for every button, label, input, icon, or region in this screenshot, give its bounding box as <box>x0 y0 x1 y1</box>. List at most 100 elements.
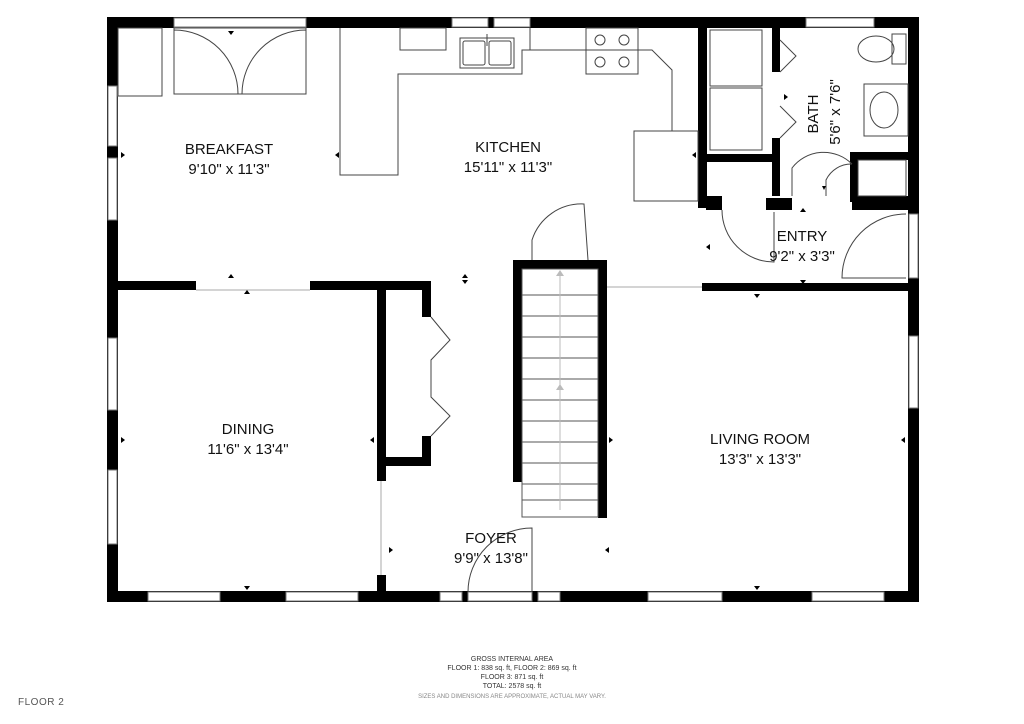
wall-stair-top <box>513 260 607 269</box>
stove <box>585 27 639 75</box>
burner-2 <box>618 34 630 46</box>
dimension-tick-icon <box>605 547 609 553</box>
interior-walls <box>118 28 908 593</box>
room-labels: BREAKFAST 9'10" x 11'3" KITCHEN 15'11" x… <box>185 79 844 567</box>
vanity-bowl <box>869 91 899 129</box>
doors <box>196 203 907 593</box>
closet-door-left <box>173 29 239 95</box>
bath-door-2 <box>825 163 853 196</box>
wall-dining-top-right <box>310 281 430 290</box>
toilet-tank <box>891 33 907 65</box>
toilet-bowl <box>857 35 895 63</box>
dimension-tick-icon <box>370 437 374 443</box>
dimension-markers <box>121 31 905 590</box>
dimension-tick-icon <box>784 94 788 100</box>
refrigerator <box>633 130 699 202</box>
window-bottom-living-2 <box>811 591 885 602</box>
burner-4 <box>618 56 630 68</box>
room-dims-kitchen: 15'11" x 11'3" <box>464 159 552 176</box>
wall-right <box>908 17 919 602</box>
area-line-2: FLOOR 3: 871 sq. ft <box>480 674 544 681</box>
burner-3 <box>594 56 606 68</box>
dimension-tick-icon <box>462 280 468 284</box>
entry-door-exterior <box>841 213 907 279</box>
room-dims-entry: 9'2" x 3'3" <box>769 248 835 265</box>
bath-fixtures <box>709 29 909 197</box>
room-name-breakfast: BREAKFAST <box>185 141 273 158</box>
dimension-tick-icon <box>754 294 760 298</box>
bath-closet <box>857 159 907 197</box>
window-left-dining-2 <box>107 469 118 545</box>
window-right-living <box>908 335 919 409</box>
wall-closet-bottom <box>377 457 431 466</box>
vanity <box>863 83 909 137</box>
stair-run <box>521 268 599 518</box>
dimension-tick-icon <box>121 437 125 443</box>
area-line-1: FLOOR 1: 838 sq. ft, FLOOR 2: 869 sq. ft <box>447 665 577 672</box>
wall-bath-bottom <box>850 152 908 160</box>
sink-bowl-left <box>462 40 486 66</box>
disclaimer: SIZES AND DIMENSIONS ARE APPROXIMATE, AC… <box>418 694 606 700</box>
window-bottom-dining-2 <box>285 591 359 602</box>
stair-arrow-icon <box>556 384 564 390</box>
room-dims-breakfast: 9'10" x 11'3" <box>188 161 269 178</box>
floor-label: FLOOR 2 <box>18 697 65 708</box>
burner-1 <box>594 34 606 46</box>
window-bottom-foyer-2 <box>537 591 561 602</box>
window-top-kitchen-2 <box>493 17 531 28</box>
wall-bath-left <box>698 28 707 208</box>
wall-stair-right <box>598 260 607 518</box>
room-dims-dining: 11'6" x 13'4" <box>207 441 288 458</box>
window-top-bath <box>805 17 875 28</box>
dimension-tick-icon <box>800 280 806 284</box>
window-top-kitchen-1 <box>451 17 489 28</box>
area-title: GROSS INTERNAL AREA <box>470 656 554 663</box>
dimension-tick-icon <box>754 586 760 590</box>
pantry-shelf-lower <box>709 87 763 151</box>
room-dims-foyer: 9'9" x 13'8" <box>454 550 528 567</box>
window-bottom-dining-1 <box>147 591 221 602</box>
wall-entry-top-2 <box>766 198 792 210</box>
dimension-tick-icon <box>692 152 696 158</box>
room-name-entry: ENTRY <box>777 228 828 245</box>
window-bottom-foyer-door <box>467 591 533 602</box>
room-name-bath: BATH <box>805 95 822 134</box>
dimension-tick-icon <box>244 586 250 590</box>
dimension-tick-icon <box>609 437 613 443</box>
room-name-foyer: FOYER <box>465 530 517 547</box>
wall-bath-right-stub <box>852 196 908 210</box>
stairs <box>521 268 599 518</box>
area-total: TOTAL: 2578 sq. ft <box>482 683 542 690</box>
kitchen-counter <box>339 28 698 176</box>
area-summary: GROSS INTERNAL AREA FLOOR 1: 838 sq. ft,… <box>0 655 1024 700</box>
stair-arrow-icon <box>556 270 564 276</box>
wall-living-top <box>702 283 908 291</box>
window-left-breakfast-2 <box>107 157 118 221</box>
dimension-tick-icon <box>822 186 826 190</box>
room-name-living: LIVING ROOM <box>710 431 810 448</box>
kitchen-fixtures <box>117 27 699 202</box>
wall-dining-right <box>377 281 386 481</box>
wall-pantry-divider <box>772 28 780 72</box>
dimension-tick-icon <box>800 208 806 212</box>
window-right-entry <box>908 213 919 279</box>
room-dims-living: 13'3" x 13'3" <box>719 451 801 468</box>
bath-door <box>791 151 853 196</box>
stair-top-door <box>531 203 589 261</box>
foyer-front-door <box>467 527 533 593</box>
window-bottom-foyer-1 <box>439 591 463 602</box>
sink-bowl-right <box>488 40 512 66</box>
dimension-tick-icon <box>228 274 234 278</box>
wall-closet-right <box>422 281 431 317</box>
dishwasher <box>399 27 447 51</box>
room-name-dining: DINING <box>222 421 275 438</box>
dimension-tick-icon <box>121 152 125 158</box>
wall-entry-top <box>706 196 722 210</box>
breakfast-cabinet <box>117 27 163 97</box>
dimension-tick-icon <box>706 244 710 250</box>
closet-door-right <box>241 29 307 95</box>
window-top-breakfast <box>173 17 307 28</box>
wall-pantry-divider-lower <box>772 138 780 196</box>
wall-bath-inner <box>850 152 858 202</box>
